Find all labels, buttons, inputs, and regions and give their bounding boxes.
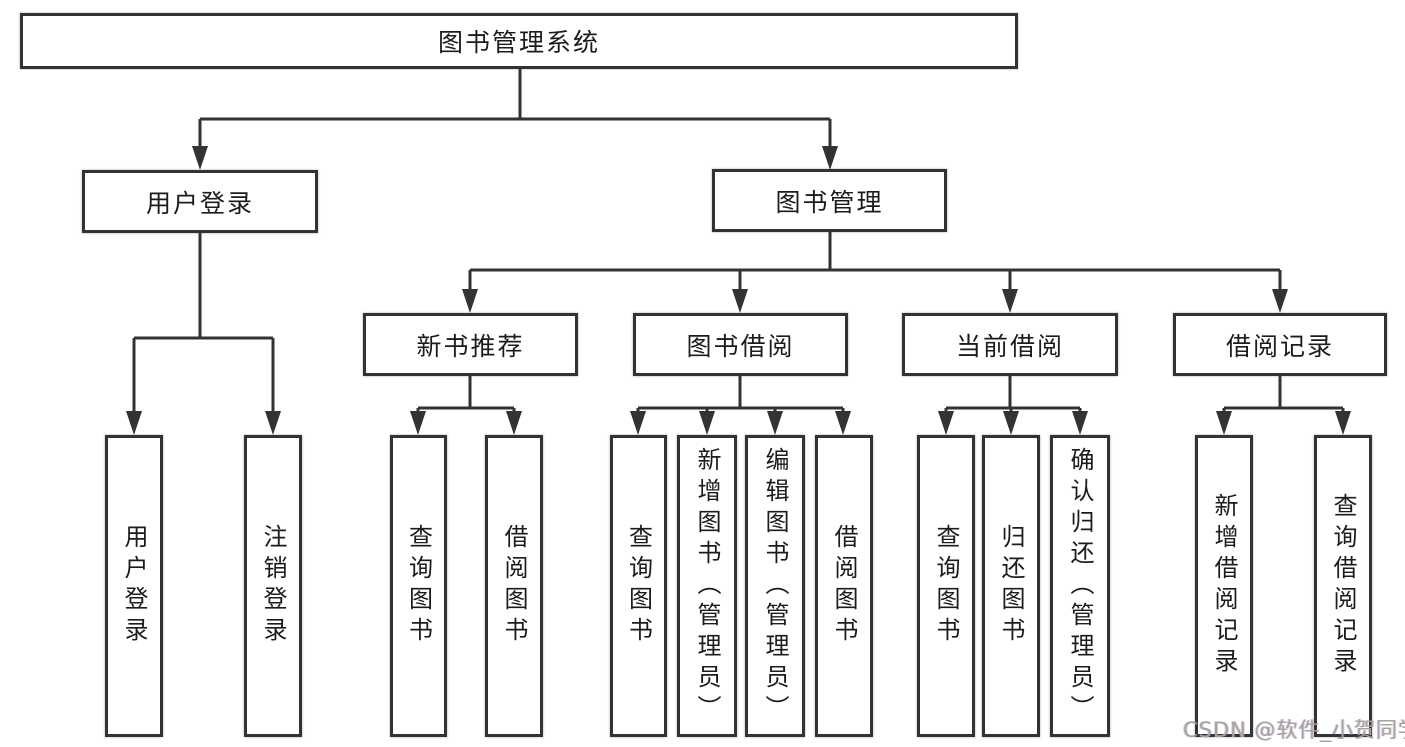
node-book-management: 图书管理	[712, 169, 947, 232]
leaf-cb-return-books-label: 归还图书	[997, 524, 1025, 648]
node-root-system: 图书管理系统	[20, 13, 1018, 69]
leaf-logout: 注销登录	[244, 435, 302, 737]
leaf-br-query-record: 查询借阅记录	[1314, 435, 1372, 737]
node-new-book-recommend-label: 新书推荐	[416, 331, 525, 361]
leaf-bb-query-books: 查询图书	[610, 435, 667, 737]
leaf-nr-borrow-books-label: 借阅图书	[500, 524, 528, 648]
node-current-borrow: 当前借阅	[902, 313, 1118, 376]
leaf-bb-edit-books-admin: 编辑图书（管理员）	[745, 435, 805, 737]
leaf-nr-borrow-books: 借阅图书	[485, 435, 543, 737]
leaf-bb-add-books-admin: 新增图书（管理员）	[677, 435, 737, 737]
leaf-cb-return-books: 归还图书	[982, 435, 1040, 737]
leaf-user-login-label: 用户登录	[120, 524, 148, 648]
leaf-bb-borrow-books-label: 借阅图书	[830, 524, 858, 648]
node-current-borrow-label: 当前借阅	[955, 331, 1064, 361]
leaf-bb-add-books-admin-label: 新增图书（管理员）	[693, 446, 721, 726]
leaf-cb-confirm-return-admin: 确认归还（管理员）	[1050, 435, 1110, 737]
leaf-cb-query-books: 查询图书	[917, 435, 975, 737]
leaf-br-add-record: 新增借阅记录	[1195, 435, 1253, 737]
node-borrow-records: 借阅记录	[1173, 313, 1387, 376]
node-user-login-label: 用户登录	[145, 188, 254, 218]
leaf-cb-query-books-label: 查询图书	[932, 524, 960, 648]
node-new-book-recommend: 新书推荐	[363, 313, 578, 376]
node-borrow-records-label: 借阅记录	[1225, 331, 1334, 361]
leaf-bb-edit-books-admin-label: 编辑图书（管理员）	[761, 446, 789, 726]
node-book-borrow: 图书借阅	[633, 313, 848, 376]
leaf-bb-borrow-books: 借阅图书	[815, 435, 873, 737]
node-book-management-label: 图书管理	[775, 187, 884, 217]
node-book-borrow-label: 图书借阅	[686, 331, 795, 361]
leaf-cb-confirm-return-admin-label: 确认归还（管理员）	[1066, 446, 1094, 726]
leaf-user-login: 用户登录	[105, 435, 163, 737]
watermark: CSDN @软件_小贺同学	[1183, 718, 1405, 742]
leaf-bb-query-books-label: 查询图书	[624, 524, 653, 648]
leaf-nr-query-books-label: 查询图书	[404, 524, 433, 648]
leaf-br-query-record-label: 查询借阅记录	[1329, 493, 1357, 679]
leaf-nr-query-books: 查询图书	[390, 435, 447, 737]
leaf-br-add-record-label: 新增借阅记录	[1210, 493, 1238, 679]
node-root-label: 图书管理系统	[437, 28, 600, 57]
leaf-logout-label: 注销登录	[259, 524, 287, 648]
node-user-login: 用户登录	[82, 170, 318, 233]
